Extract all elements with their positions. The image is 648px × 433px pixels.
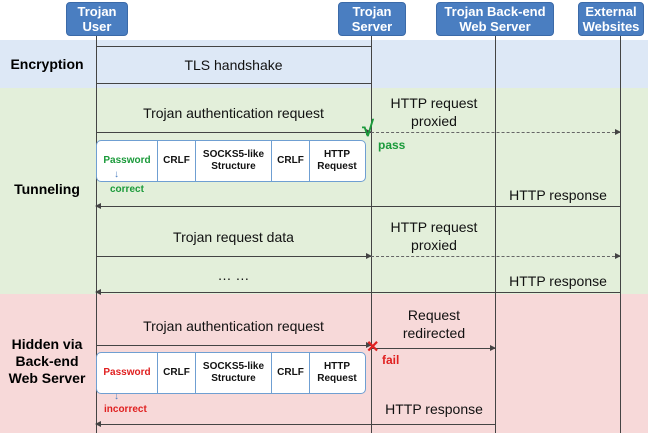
msg-ellipsis: … …	[217, 267, 250, 283]
packet-crlf-cell: CRLF	[157, 141, 195, 181]
http-response-1-arrow	[95, 203, 620, 209]
actor-trojan-user: Trojan User	[66, 2, 128, 36]
msg-request-data: Trojan request data	[173, 229, 294, 245]
packet-correct: Password CRLF SOCKS5-like Structure CRLF…	[96, 140, 366, 182]
correct-label: correct	[110, 184, 144, 195]
proxied-1-arrow	[371, 129, 621, 135]
actor-backend: Trojan Back-end Web Server	[436, 2, 554, 36]
fail-label: fail	[382, 353, 400, 367]
actor-backend-label: Trojan Back-end Web Server	[444, 4, 546, 34]
actor-external-label: External Websites	[582, 4, 640, 34]
band-label-encryption: Encryption	[10, 56, 84, 72]
redirected-arrow	[371, 345, 496, 351]
down-arrow-icon: ↓	[114, 169, 119, 180]
band-label-tunneling: Tunneling	[14, 181, 80, 197]
encryption-band	[0, 40, 648, 88]
packet-password-cell: Password	[103, 367, 151, 378]
down-arrow-icon: ↓	[114, 391, 119, 402]
proxied-2-arrow	[371, 253, 621, 259]
http-response-3-arrow	[95, 421, 495, 427]
auth-request-1-arrow	[96, 129, 372, 135]
packet-socks-cell: SOCKS5-like Structure	[195, 353, 271, 393]
msg-proxied-2: HTTP request proxied	[390, 219, 478, 253]
fail-cross-icon: ✕	[366, 339, 380, 356]
actor-external: External Websites	[578, 2, 644, 36]
pass-label: pass	[378, 138, 406, 152]
packet-crlf-cell: CRLF	[271, 141, 309, 181]
msg-auth-request-2: Trojan authentication request	[143, 318, 324, 334]
band-label-hidden: Hidden via Back-end Web Server	[8, 336, 86, 386]
external-lifeline	[620, 36, 621, 433]
tunneling-band	[0, 88, 648, 294]
actor-trojan-server: Trojan Server	[338, 2, 406, 36]
tls-bottom-line	[96, 83, 371, 84]
msg-http-response-2: HTTP response	[509, 273, 607, 289]
http-response-2-arrow	[95, 289, 620, 295]
actor-trojan-user-label: Trojan User	[77, 4, 117, 34]
auth-request-2-arrow	[96, 342, 372, 348]
packet-crlf-cell: CRLF	[271, 353, 309, 393]
packet-incorrect: Password CRLF SOCKS5-like Structure CRLF…	[96, 352, 366, 394]
request-data-arrow	[96, 253, 372, 259]
trojan-user-lifeline	[96, 36, 97, 433]
msg-redirected: Request redirected	[402, 307, 466, 341]
msg-http-response-3: HTTP response	[385, 401, 483, 417]
msg-auth-request-1: Trojan authentication request	[143, 105, 324, 121]
trojan-server-lifeline	[371, 36, 372, 433]
packet-socks-cell: SOCKS5-like Structure	[195, 141, 271, 181]
actor-trojan-server-label: Trojan Server	[351, 4, 393, 34]
packet-http-request-cell: HTTP Request	[309, 141, 364, 181]
msg-http-response-1: HTTP response	[509, 187, 607, 203]
msg-proxied-1: HTTP request proxied	[390, 95, 478, 129]
pass-check-icon: √	[362, 116, 375, 141]
packet-http-request-cell: HTTP Request	[309, 353, 364, 393]
incorrect-label: incorrect	[104, 404, 147, 415]
packet-crlf-cell: CRLF	[157, 353, 195, 393]
msg-tls-handshake: TLS handshake	[184, 57, 283, 73]
backend-lifeline	[495, 36, 496, 433]
tls-top-line	[96, 46, 371, 47]
packet-password-cell: Password	[103, 155, 151, 166]
